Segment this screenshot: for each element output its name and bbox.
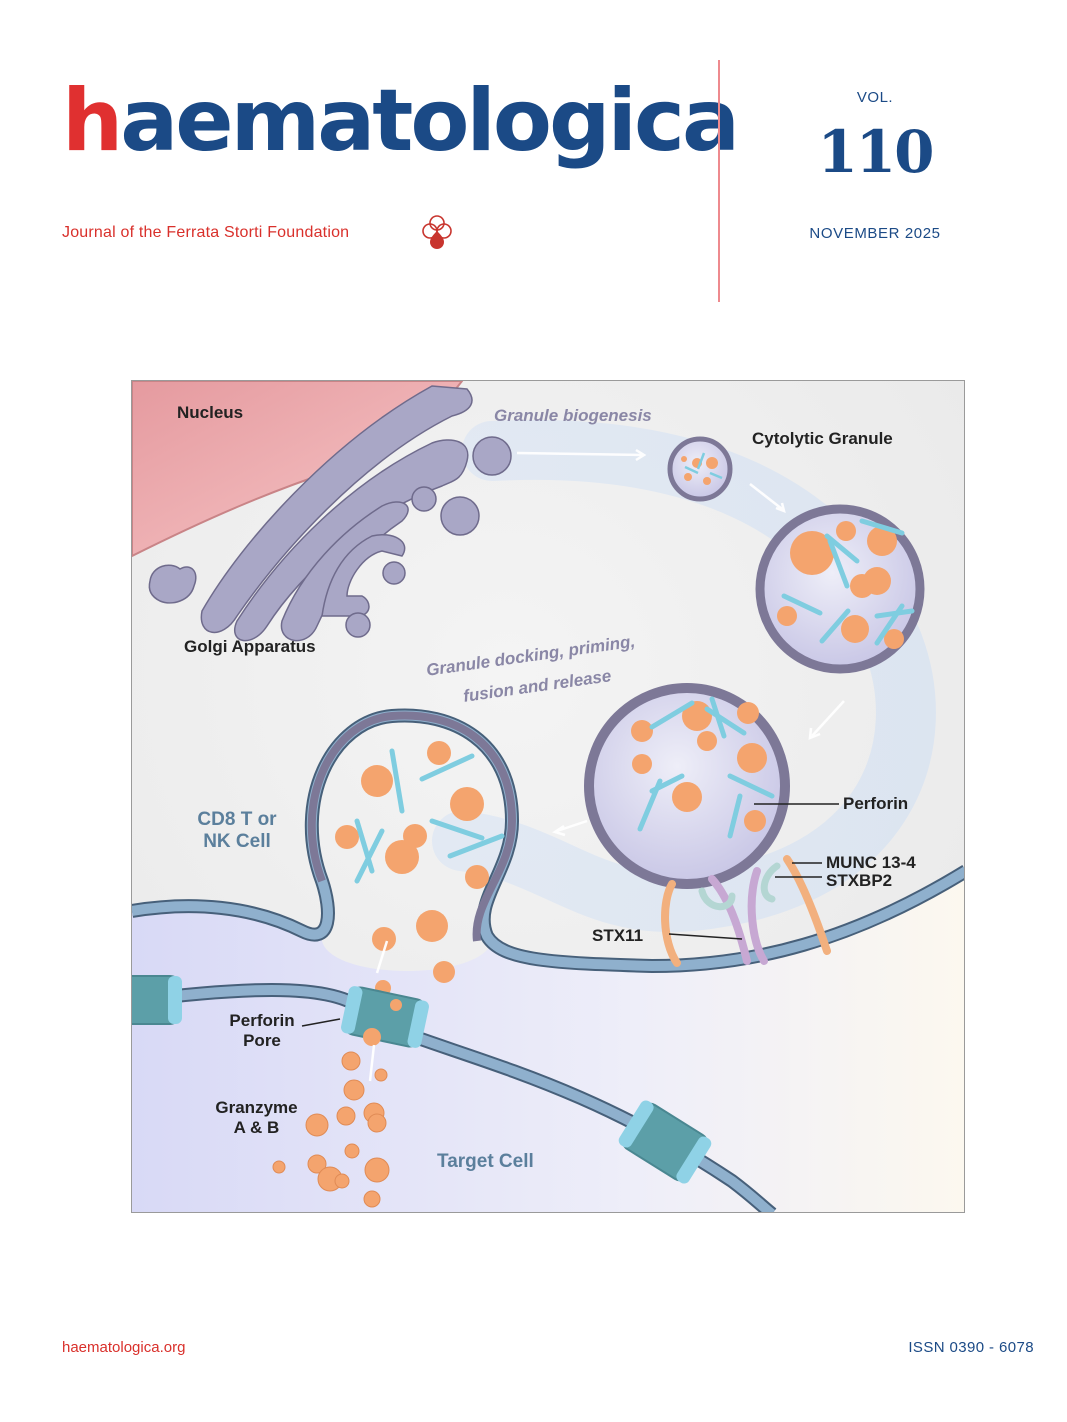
label-perforin-pore: Perforin Pore bbox=[222, 1011, 302, 1051]
label-granzyme-line1: Granzyme bbox=[215, 1098, 298, 1117]
golgi-apparatus bbox=[148, 385, 512, 642]
perforin-pore bbox=[341, 986, 429, 1048]
label-target-cell: Target Cell bbox=[437, 1151, 534, 1172]
journal-tagline: Journal of the Ferrata Storti Foundation bbox=[62, 224, 350, 241]
label-perforin: Perforin bbox=[843, 794, 909, 813]
label-granzyme: Granzyme A & B bbox=[204, 1098, 309, 1138]
journal-title: haematologica bbox=[62, 78, 740, 164]
label-munc-13-4: MUNC 13-4 bbox=[826, 853, 916, 872]
label-stx11: STX11 bbox=[592, 926, 644, 945]
journal-website-link[interactable]: haematologica.org bbox=[62, 1339, 186, 1356]
granzyme-particles bbox=[272, 1051, 390, 1208]
target-cell-membrane bbox=[132, 985, 776, 1212]
perforin-pore-right bbox=[618, 1100, 712, 1184]
label-effector-line2: NK Cell bbox=[203, 831, 271, 852]
label-effector-cell: CD8 T or NK Cell bbox=[177, 809, 297, 853]
journal-title-rest: aematologica bbox=[120, 71, 740, 171]
journal-title-first-letter: h bbox=[62, 71, 123, 171]
label-pore-line1: Perforin bbox=[229, 1011, 295, 1030]
cover-illustration: Nucleus Golgi Apparatus Granule biogenes… bbox=[131, 380, 965, 1213]
label-golgi-apparatus: Golgi Apparatus bbox=[184, 637, 316, 656]
foundation-logo-icon bbox=[420, 214, 454, 250]
volume-number: 110 bbox=[817, 118, 934, 186]
cover-illustration-svg bbox=[132, 381, 964, 1212]
cytolytic-granule-maturing bbox=[755, 504, 925, 674]
label-cytolytic-granule: Cytolytic Granule bbox=[752, 429, 893, 448]
label-stxbp2: STXBP2 bbox=[826, 871, 893, 890]
label-granzyme-line2: A & B bbox=[233, 1118, 280, 1137]
header-divider bbox=[718, 60, 720, 302]
snare-complex bbox=[661, 855, 831, 967]
annotation-leader-lines bbox=[301, 803, 839, 1027]
label-effector-line1: CD8 T or bbox=[197, 809, 277, 830]
label-nucleus: Nucleus bbox=[177, 403, 244, 422]
fusing-granule bbox=[307, 711, 517, 996]
perforin-pore-left bbox=[132, 975, 182, 1025]
volume-label: VOL. bbox=[856, 89, 894, 106]
cytolytic-granule-small bbox=[667, 436, 733, 502]
cytolytic-granule-docked bbox=[584, 683, 790, 889]
process-arrows bbox=[368, 448, 845, 1082]
label-granule-biogenesis: Granule biogenesis bbox=[494, 406, 652, 425]
label-pore-line2: Pore bbox=[243, 1031, 281, 1050]
issn-number: ISSN 0390 - 6078 bbox=[908, 1339, 1034, 1356]
issue-date: NOVEMBER 2025 bbox=[809, 225, 941, 242]
